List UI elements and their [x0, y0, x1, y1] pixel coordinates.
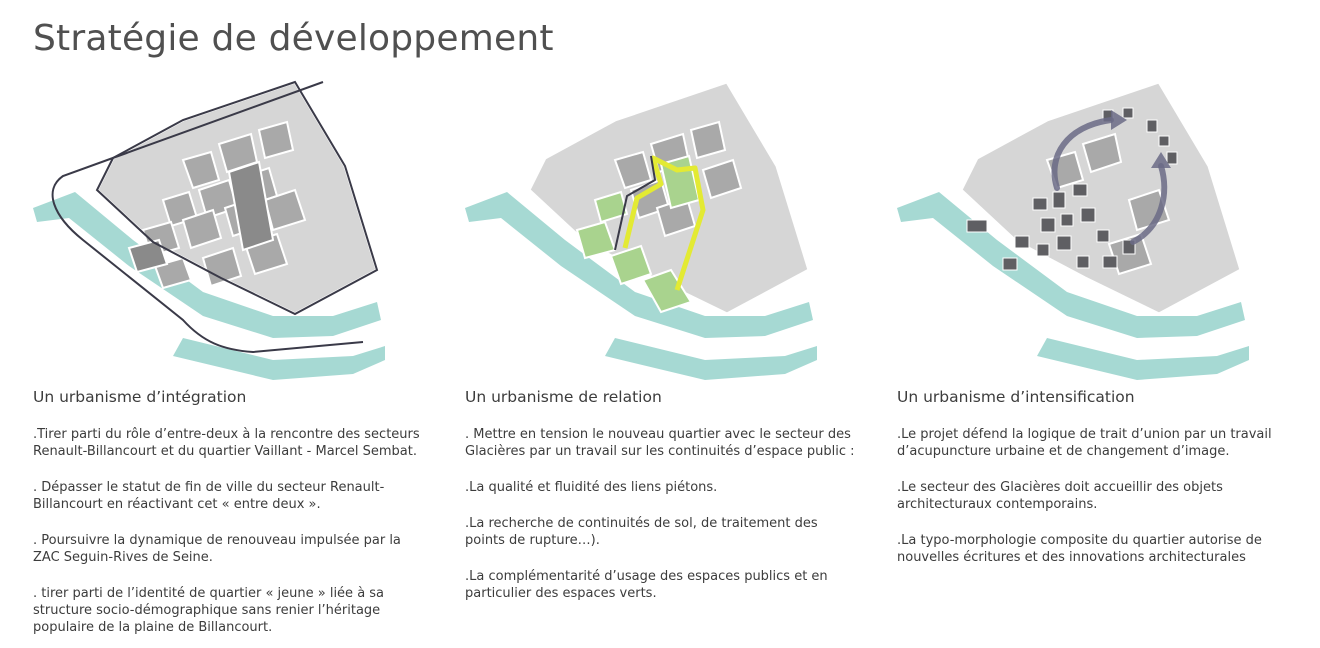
strategy-column-relation: Un urbanisme de relation . Mettre en ten… [465, 80, 865, 602]
paragraph: .La recherche de continuités de sol, de … [465, 516, 818, 548]
river-seine [897, 192, 1245, 338]
district-blocks-dark [127, 160, 275, 274]
river-seine [465, 192, 813, 338]
district-background [959, 80, 1243, 316]
map-integration [33, 80, 385, 380]
contemporary-buildings [966, 107, 1178, 271]
paragraph: . tirer parti de l’identité de quartier … [33, 586, 385, 635]
column-heading: Un urbanisme d’intégration [33, 388, 247, 406]
paragraph: .La qualité et fluidité des liens piéton… [465, 480, 718, 495]
arrow-head-right [1151, 152, 1171, 168]
page-title: Stratégie de développement [33, 18, 554, 59]
map-intensification [897, 80, 1249, 380]
paragraph: .Tirer parti du rôle d’entre-deux à la r… [33, 427, 420, 459]
pedestrian-link-dark [614, 155, 656, 251]
paragraph: . Poursuivre la dynamique de renouveau i… [33, 533, 401, 565]
integration-outline [95, 80, 379, 316]
strategy-column-integration: Un urbanisme d’intégration .Tirer parti … [33, 80, 433, 636]
district-blocks [613, 120, 743, 238]
strategy-column-intensification: Un urbanisme d’intensification .Le proje… [897, 80, 1297, 566]
column-heading: Un urbanisme d’intensification [897, 388, 1135, 406]
intensification-arrow-left [1051, 117, 1114, 191]
map-relation [465, 80, 817, 380]
river-bank-lower [173, 338, 385, 380]
paragraph: .Le projet défend la logique de trait d’… [897, 427, 1272, 459]
river-bank-lower [605, 338, 817, 380]
integration-ring [51, 81, 364, 354]
paragraph: . Mettre en tension le nouveau quartier … [465, 427, 855, 459]
river-bank-lower [1037, 338, 1249, 380]
river-seine [33, 192, 381, 338]
paragraph: .La complémentarité d’usage des espaces … [465, 569, 828, 601]
arrow-head-left [1111, 110, 1127, 130]
paragraph: . Dépasser le statut de fin de ville du … [33, 480, 385, 512]
column-heading: Un urbanisme de relation [465, 388, 662, 406]
paragraph: .Le secteur des Glacières doit accueilli… [897, 480, 1223, 512]
intensification-arrow-right [1130, 163, 1168, 245]
paragraph: .La typo-morphologie composite du quarti… [897, 533, 1262, 565]
pedestrian-link-yellow [622, 155, 706, 291]
